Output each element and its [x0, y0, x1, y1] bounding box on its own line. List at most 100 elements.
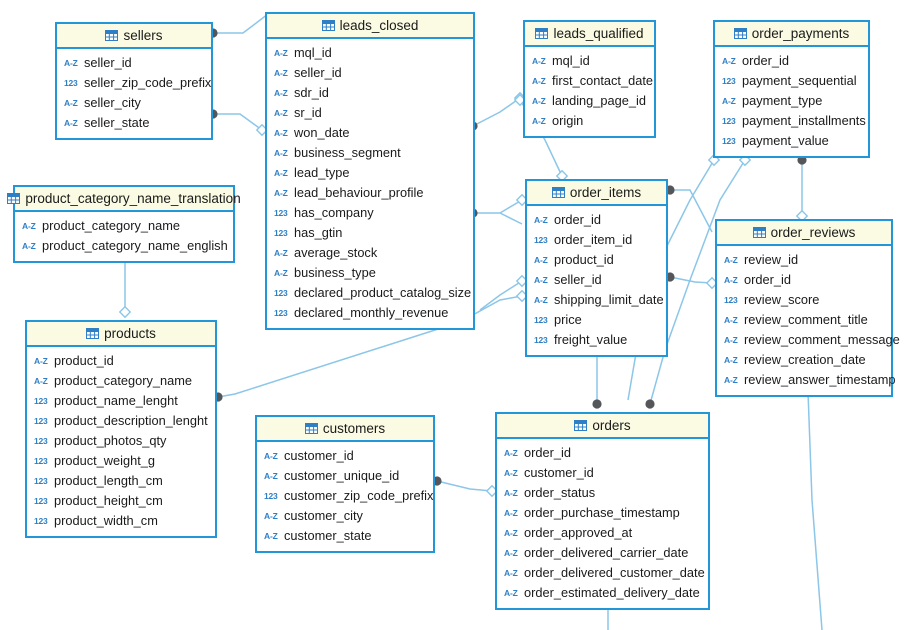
relationship-leads_closed-leads_qualified[interactable] [468, 91, 527, 131]
entity-header-products[interactable]: products [27, 322, 215, 347]
entity-header-leads_closed[interactable]: leads_closed [267, 14, 473, 39]
relationship-sellers-leads_closed-2[interactable] [208, 109, 269, 137]
entity-header-product_category_name_translation[interactable]: product_category_name_translation [7, 187, 241, 212]
entity-header-order_payments[interactable]: order_payments [715, 22, 868, 47]
entity-header-orders[interactable]: orders [497, 414, 708, 439]
relationship-sellers-leads_closed-1[interactable] [208, 13, 269, 38]
relationship-order_items-orders-down[interactable] [592, 350, 602, 409]
entity-header-leads_qualified[interactable]: leads_qualified [525, 22, 654, 47]
entity-header-order_items[interactable]: order_items [527, 181, 666, 206]
relationship-order_reviews-bottom[interactable] [801, 385, 823, 630]
relationship-order_items-order_reviews[interactable] [665, 185, 713, 233]
relationship-customers-orders[interactable] [432, 476, 499, 498]
entity-header-order_reviews[interactable]: order_reviews [717, 221, 891, 246]
relationship-order_items-orders-left[interactable] [479, 274, 529, 311]
entity-header-sellers[interactable]: sellers [57, 24, 211, 49]
relationship-leads_closed-order_items[interactable] [468, 208, 523, 225]
column-name: review_comment_message [744, 332, 900, 347]
text-type-icon: A-Z [274, 67, 288, 78]
entity-header-customers[interactable]: customers [257, 417, 433, 442]
column-name: order_delivered_customer_date [524, 565, 705, 580]
relationship-order_payments-order_reviews[interactable] [795, 155, 809, 223]
relationship-order_items-left-diamond[interactable] [499, 193, 529, 214]
relationship-order_items-order_reviews-2[interactable] [665, 272, 719, 290]
